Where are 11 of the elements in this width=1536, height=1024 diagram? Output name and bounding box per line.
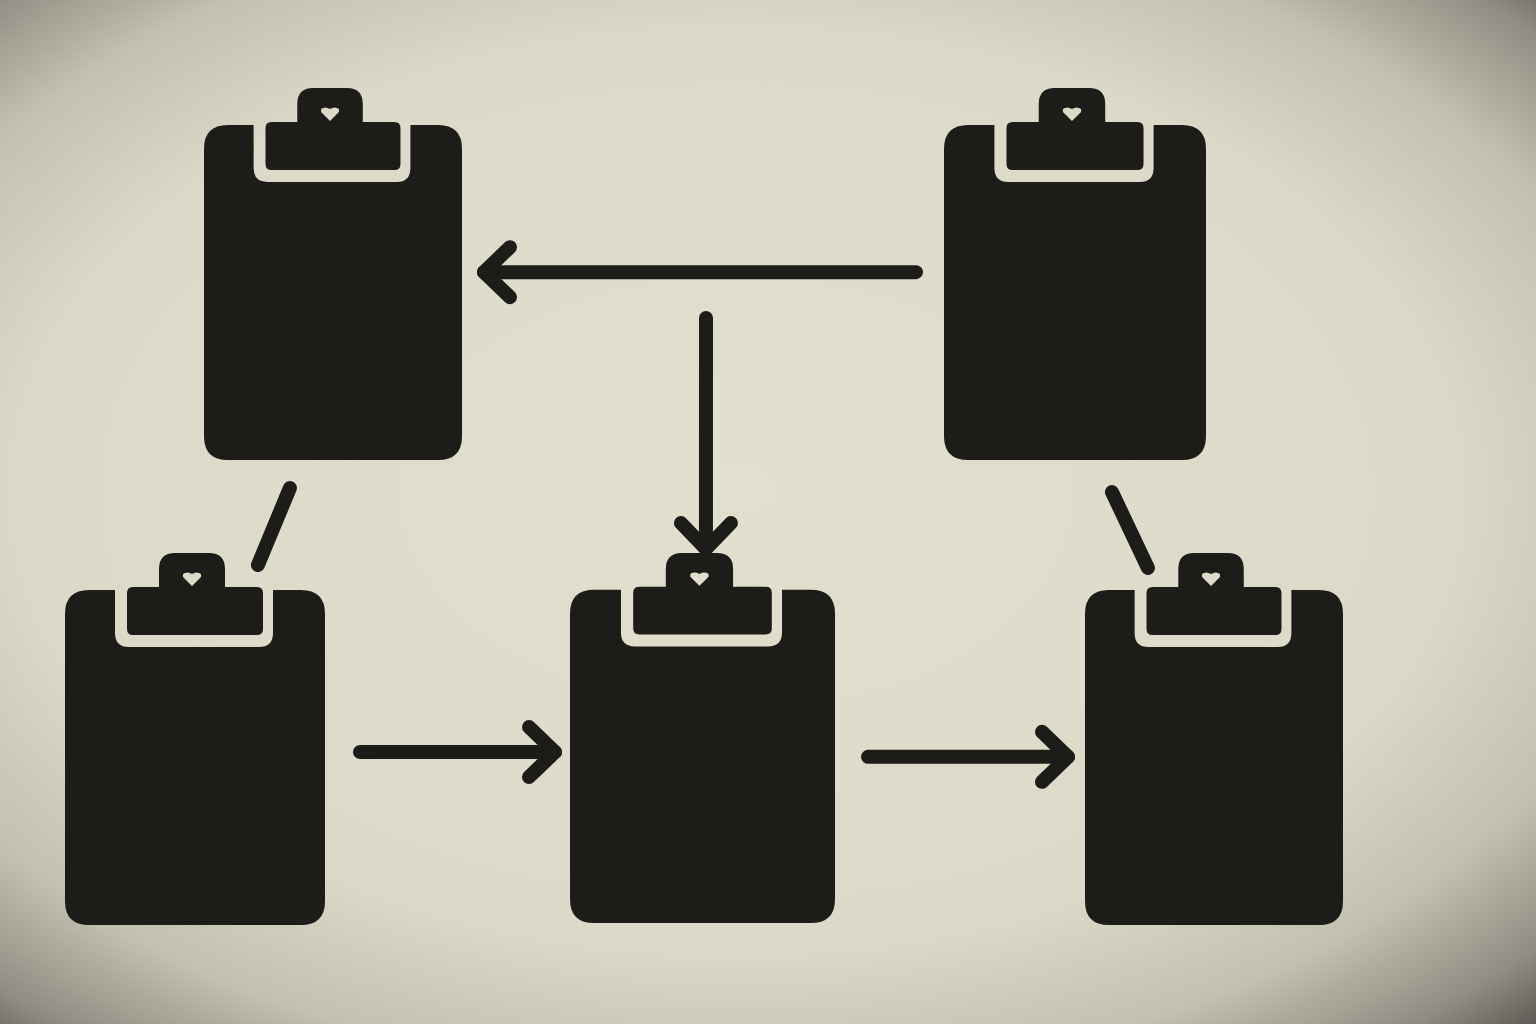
clipboard-icon bbox=[1085, 553, 1343, 925]
arrow bbox=[673, 311, 738, 556]
clipboard-icon bbox=[204, 88, 462, 460]
clipboard-icon bbox=[944, 88, 1206, 460]
arrow bbox=[353, 720, 562, 785]
arrow bbox=[861, 724, 1075, 789]
clipboard-icon bbox=[65, 553, 325, 925]
clipboard-icon bbox=[570, 553, 835, 923]
connector-line bbox=[1104, 485, 1155, 575]
connector-line bbox=[250, 481, 297, 572]
arrow bbox=[477, 240, 923, 305]
